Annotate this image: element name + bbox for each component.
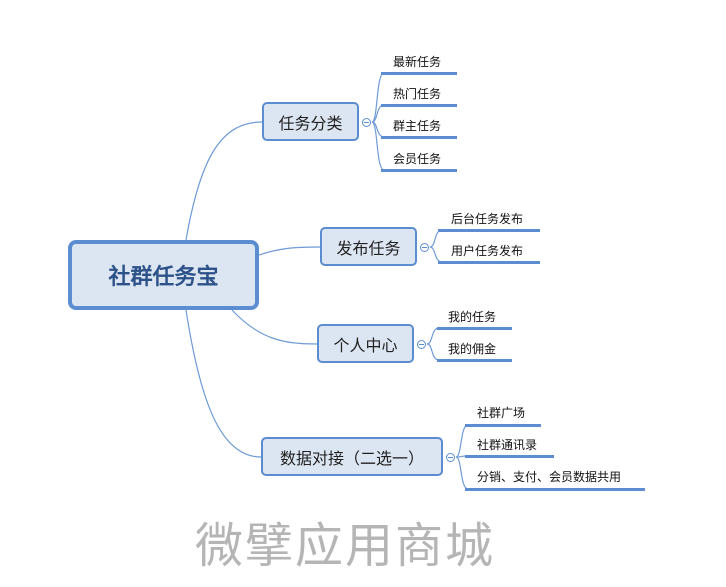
leaf-underline <box>437 327 512 330</box>
root-label: 社群任务宝 <box>108 265 219 290</box>
leaf-user-publish[interactable]: 用户任务发布 <box>451 244 524 258</box>
branch-personal-center[interactable]: 个人中心 <box>317 324 414 363</box>
collapse-toggle-icon[interactable] <box>362 118 371 127</box>
leaf-underline <box>465 424 541 427</box>
leaf-underline <box>438 229 540 232</box>
leaf-underline <box>381 72 457 75</box>
leaf-underline <box>381 136 457 139</box>
connector-b2-leaf-1 <box>429 229 443 248</box>
connector-root-branch-1 <box>185 121 263 241</box>
connector-b2-leaf-2 <box>429 246 443 263</box>
branch-data-integration[interactable]: 数据对接（二选一） <box>261 437 443 476</box>
leaf-underline <box>381 104 457 107</box>
leaf-underline <box>438 261 540 264</box>
leaf-underline <box>465 488 645 491</box>
connector-b4-leaf-3 <box>455 456 469 490</box>
leaf-my-tasks[interactable]: 我的任务 <box>448 310 497 324</box>
leaf-my-commission[interactable]: 我的佣金 <box>448 342 497 356</box>
watermark: 微擘应用商城 <box>195 518 496 574</box>
branch-label: 发布任务 <box>336 238 401 258</box>
branch-task-category[interactable]: 任务分类 <box>262 102 359 141</box>
leaf-community-square[interactable]: 社群广场 <box>477 406 526 420</box>
collapse-toggle-icon[interactable] <box>446 453 455 462</box>
leaf-underline <box>381 169 457 172</box>
leaf-latest-tasks[interactable]: 最新任务 <box>393 55 442 69</box>
branch-publish-task[interactable]: 发布任务 <box>320 227 417 266</box>
connector-b1-leaf-4 <box>371 121 385 171</box>
root-node[interactable]: 社群任务宝 <box>68 240 259 310</box>
leaf-hot-tasks[interactable]: 热门任务 <box>393 87 442 101</box>
branch-label: 任务分类 <box>278 113 343 133</box>
leaf-underline <box>437 359 512 362</box>
connector-b3-leaf-1 <box>426 327 440 345</box>
connector-root-branch-2 <box>258 246 321 256</box>
branch-label: 个人中心 <box>333 335 398 355</box>
connector-root-branch-3 <box>231 309 318 345</box>
leaf-owner-tasks[interactable]: 群主任务 <box>393 119 442 133</box>
leaf-data-sharing[interactable]: 分销、支付、会员数据共用 <box>477 470 622 484</box>
leaf-admin-publish[interactable]: 后台任务发布 <box>451 212 524 226</box>
connector-b3-leaf-2 <box>426 343 440 361</box>
connector-b4-leaf-1 <box>455 424 469 458</box>
branch-label: 数据对接（二选一） <box>279 448 424 468</box>
connector-b1-leaf-1 <box>371 72 385 123</box>
leaf-community-contacts[interactable]: 社群通讯录 <box>477 438 538 452</box>
connector-root-branch-4 <box>185 309 262 458</box>
collapse-toggle-icon[interactable] <box>420 243 429 252</box>
leaf-member-tasks[interactable]: 会员任务 <box>393 152 442 166</box>
collapse-toggle-icon[interactable] <box>417 340 426 349</box>
leaf-underline <box>465 455 554 458</box>
